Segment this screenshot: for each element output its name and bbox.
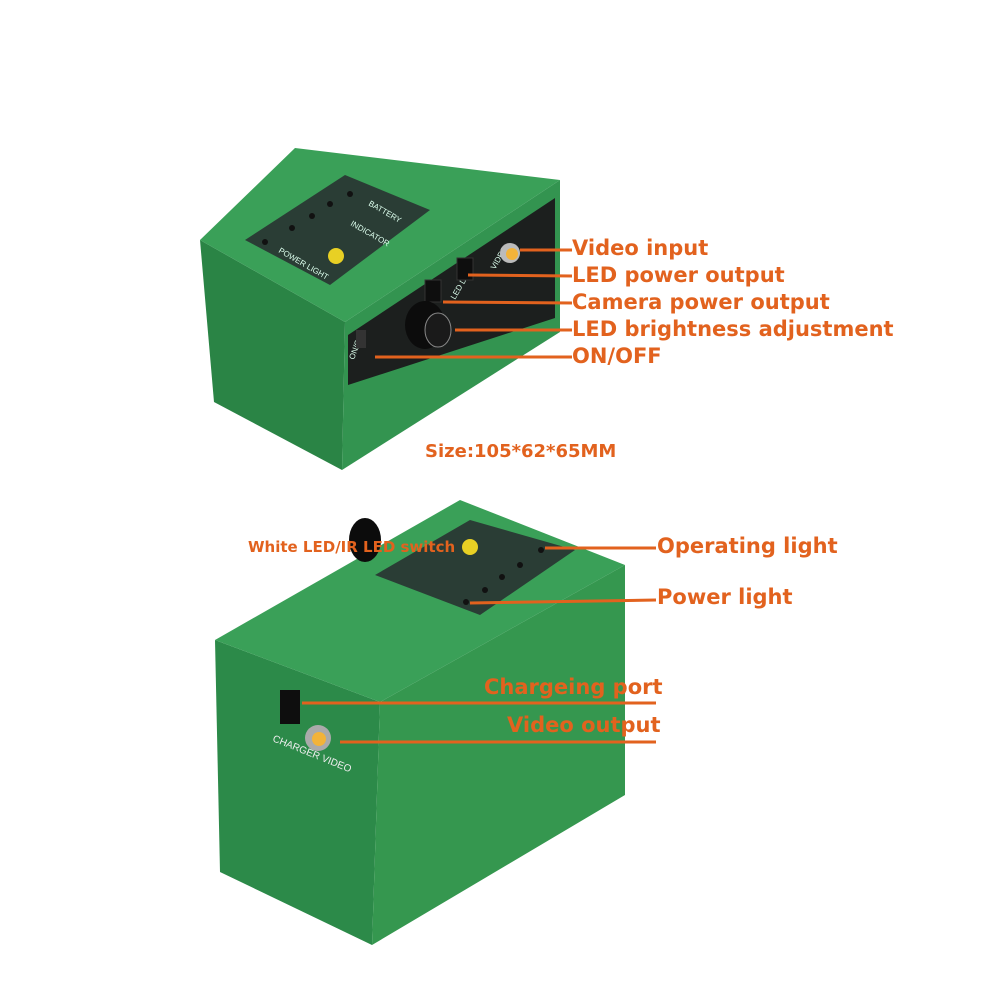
- led-icon: [327, 201, 333, 207]
- knob-face: [424, 312, 452, 348]
- led-icon: [347, 191, 353, 197]
- indicator-panel: [375, 520, 575, 615]
- device-bottom-view: CHARGER VIDEO: [215, 500, 657, 945]
- charging-port: [280, 690, 300, 724]
- led-icon: [482, 587, 488, 593]
- dc-jack: [456, 257, 474, 281]
- callout-camera-power-output: Camera power output: [572, 290, 830, 314]
- bottom-leader-lines: [302, 546, 657, 744]
- indicator-panel: [245, 175, 430, 285]
- case-front-face: [215, 640, 380, 945]
- dc-jack: [424, 279, 442, 303]
- operating-light-led: [538, 547, 544, 553]
- led-icon: [262, 239, 268, 245]
- top-leader-lines: [375, 248, 573, 359]
- size-label: Size:105*62*65MM: [425, 441, 617, 462]
- led-icon: [499, 574, 505, 580]
- led-icon: [289, 225, 295, 231]
- yellow-switch-icon: [462, 539, 478, 555]
- video-output-port-inner: [312, 732, 326, 746]
- callout-video-input: Video input: [572, 236, 709, 260]
- power-light-led: [463, 599, 469, 605]
- rca-port-inner: [506, 248, 518, 260]
- led-icon: [309, 213, 315, 219]
- onoff-switch: [356, 330, 366, 348]
- callout-led-brightness: LED brightness adjustment: [572, 317, 894, 341]
- callout-led-switch: White LED/IR LED switch: [248, 538, 456, 556]
- case-right-face: [372, 565, 625, 945]
- callout-charging-port: Chargeing port: [484, 675, 663, 699]
- yellow-switch-icon: [328, 248, 344, 264]
- port-panel: [348, 198, 555, 385]
- callout-video-output: Video output: [507, 713, 661, 737]
- brightness-knob: [349, 518, 381, 562]
- callout-led-power-output: LED power output: [572, 263, 785, 287]
- callout-power-light: Power light: [657, 585, 793, 609]
- callout-operating-light: Operating light: [657, 534, 838, 558]
- device-top-view: BATTERY INDICATOR POWER LIGHT ON/OFF LED…: [200, 148, 573, 470]
- case-left-face: [200, 240, 345, 470]
- callout-onoff: ON/OFF: [572, 344, 662, 368]
- led-icon: [517, 562, 523, 568]
